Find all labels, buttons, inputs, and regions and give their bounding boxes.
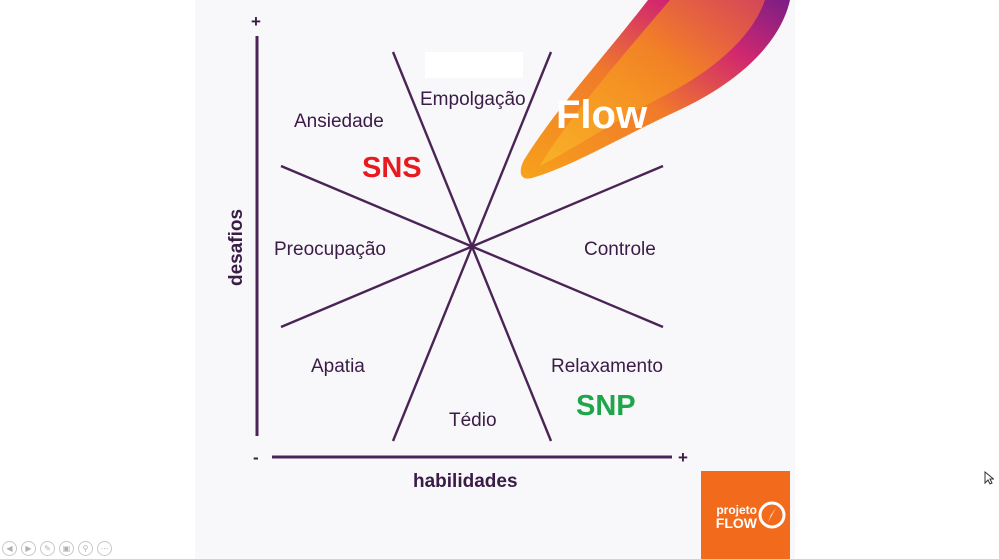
zoom-icon[interactable]: ⚲ [78,541,93,556]
sns-annotation: SNS [362,152,422,184]
region-ansiedade: Ansiedade [294,111,384,132]
y-axis-label: desafios [226,209,247,286]
more-icon[interactable]: ⋯ [97,541,112,556]
region-controle: Controle [584,239,656,260]
copy-icon[interactable]: ▣ [59,541,74,556]
x-axis-plus: + [678,448,688,467]
logo-line-flow: FLOW [715,515,757,531]
slideshow-toolbar: ◀ ▶ ✎ ▣ ⚲ ⋯ [2,541,112,557]
flow-label: Flow [556,93,648,137]
logo-line-projeto: projeto [716,503,757,517]
pen-icon[interactable]: ✎ [40,541,55,556]
region-preocupacao: Preocupação [274,239,386,260]
region-empolgacao: Empolgação [420,89,526,110]
play-icon[interactable]: ▶ [21,541,36,556]
snp-annotation: SNP [576,390,636,422]
projeto-flow-logo: projeto FLOW [701,471,790,559]
x-axis-minus: - [253,448,259,467]
back-icon[interactable]: ◀ [2,541,17,556]
x-axis-label: habilidades [413,471,518,492]
logo-text: projeto FLOW [705,503,757,531]
title-mask [425,52,523,78]
flow-channel-core [540,0,765,166]
region-relaxamento: Relaxamento [551,356,663,377]
compass-icon [758,501,786,529]
region-tedio: Tédio [449,410,497,431]
y-axis-plus: + [251,12,261,31]
divider-line-4 [280,164,664,329]
region-apatia: Apatia [311,356,365,377]
mouse-cursor-icon [984,471,994,485]
